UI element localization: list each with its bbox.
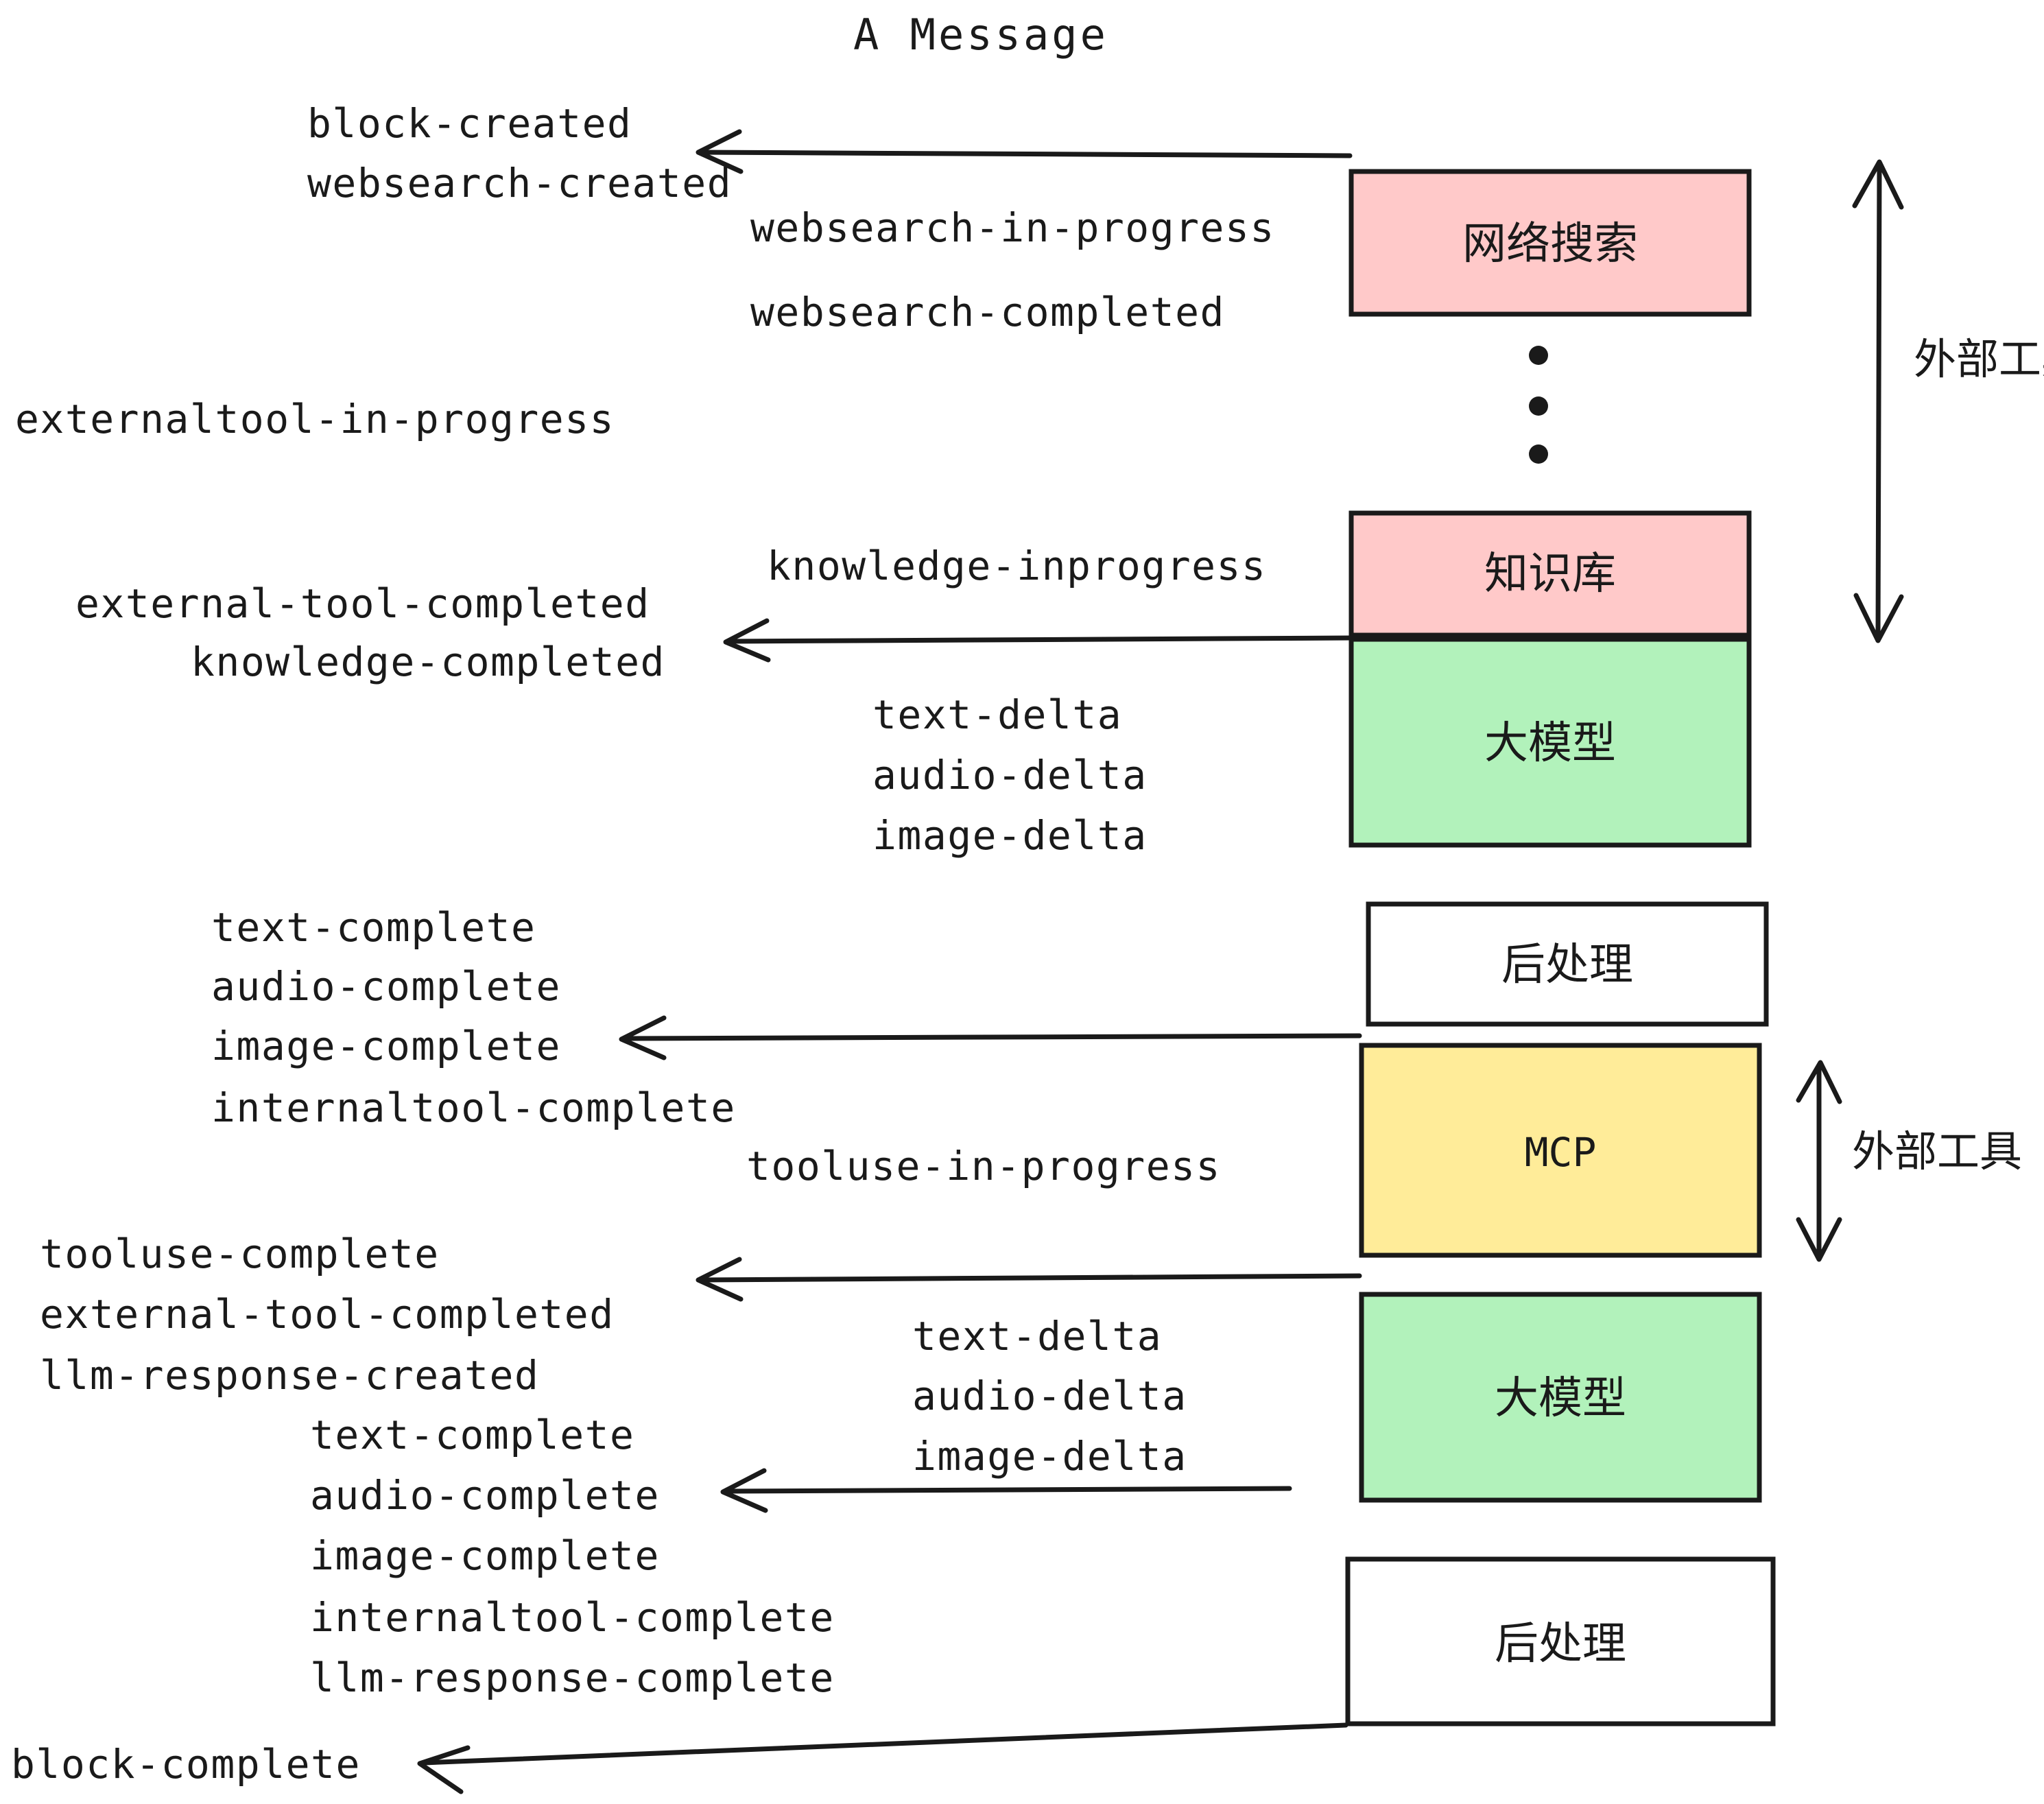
event-text-complete-2: text-complete xyxy=(310,1412,634,1458)
arrow-audio-complete xyxy=(720,1468,1292,1513)
node-llm-2-rect xyxy=(1359,1292,1762,1503)
node-mcp-rect xyxy=(1359,1043,1762,1258)
event-text-delta-2: text-delta xyxy=(912,1313,1162,1360)
node-postprocess-1-label: 后处理 xyxy=(1501,940,1633,990)
event-websearch-completed: websearch-completed xyxy=(750,289,1225,335)
arrow-image-complete xyxy=(619,1015,1362,1060)
node-llm-1-label: 大模型 xyxy=(1484,718,1616,769)
node-knowledge-label: 知识库 xyxy=(1484,549,1616,600)
external-tools-top-label: 外部工具 xyxy=(1914,334,2044,384)
arrow-tooluse-complete xyxy=(696,1257,1362,1302)
event-text-complete-1: text-complete xyxy=(211,904,536,951)
event-websearch-in-progress: websearch-in-progress xyxy=(750,204,1275,251)
node-postprocess-2-rect xyxy=(1345,1556,1776,1726)
event-audio-complete-2: audio-complete xyxy=(310,1472,660,1519)
event-external-tool-completed-2: external-tool-completed xyxy=(40,1291,615,1338)
node-websearch-rect xyxy=(1348,169,1752,317)
event-internaltool-complete-1: internaltool-complete xyxy=(211,1084,736,1131)
external-tools-bottom-arrow xyxy=(1796,1060,1842,1262)
node-llm-2-label: 大模型 xyxy=(1495,1373,1626,1424)
event-block-complete: block-complete xyxy=(11,1741,361,1788)
node-mcp-label: MCP xyxy=(1525,1129,1597,1176)
vertical-ellipsis xyxy=(1529,346,1548,464)
node-postprocess-1[interactable]: 后处理 xyxy=(1366,901,1769,1027)
arrow-knowledge-completed xyxy=(723,618,1353,663)
arrow-block-created xyxy=(696,129,1353,174)
node-mcp[interactable]: MCP xyxy=(1359,1043,1762,1258)
event-audio-complete-1: audio-complete xyxy=(211,963,561,1010)
diagram-title: A Message xyxy=(853,10,1108,60)
event-image-delta-1: image-delta xyxy=(872,812,1148,859)
node-llm-1-rect xyxy=(1348,637,1752,848)
event-llm-response-created: llm-response-created xyxy=(40,1352,539,1399)
event-knowledge-inprogress: knowledge-inprogress xyxy=(767,543,1266,589)
event-image-complete-2: image-complete xyxy=(310,1532,660,1579)
event-externaltool-in-progress: externaltool-in-progress xyxy=(15,396,615,442)
event-audio-delta-2: audio-delta xyxy=(912,1373,1187,1419)
node-llm-1[interactable]: 大模型 xyxy=(1348,637,1752,848)
node-websearch-label: 网络搜索 xyxy=(1462,219,1638,270)
arrow-block-complete xyxy=(417,1722,1348,1794)
node-postprocess-2[interactable]: 后处理 xyxy=(1345,1556,1776,1726)
event-tooluse-in-progress: tooluse-in-progress xyxy=(746,1143,1221,1189)
node-postprocess-2-label: 后处理 xyxy=(1495,1619,1626,1670)
node-postprocess-1-rect xyxy=(1366,901,1769,1027)
node-knowledge[interactable]: 知识库 xyxy=(1348,510,1752,638)
node-websearch[interactable]: 网络搜索 xyxy=(1348,169,1752,317)
node-llm-2[interactable]: 大模型 xyxy=(1359,1292,1762,1503)
event-audio-delta-1: audio-delta xyxy=(872,752,1148,798)
event-image-delta-2: image-delta xyxy=(912,1433,1187,1480)
event-knowledge-completed: knowledge-completed xyxy=(191,639,665,685)
event-image-complete-1: image-complete xyxy=(211,1023,561,1069)
node-knowledge-rect xyxy=(1348,510,1752,638)
event-text-delta-1: text-delta xyxy=(872,691,1122,738)
external-tools-bottom-label: 外部工具 xyxy=(1852,1126,2022,1176)
event-internaltool-complete-2: internaltool-complete xyxy=(310,1594,835,1641)
event-block-created: block-created xyxy=(307,100,632,147)
event-external-tool-completed-1: external-tool-completed xyxy=(75,580,650,627)
external-tools-top-arrow xyxy=(1852,159,1904,643)
event-llm-response-complete: llm-response-complete xyxy=(310,1654,835,1701)
event-tooluse-complete: tooluse-complete xyxy=(40,1231,440,1277)
event-websearch-created: websearch-created xyxy=(307,160,732,206)
